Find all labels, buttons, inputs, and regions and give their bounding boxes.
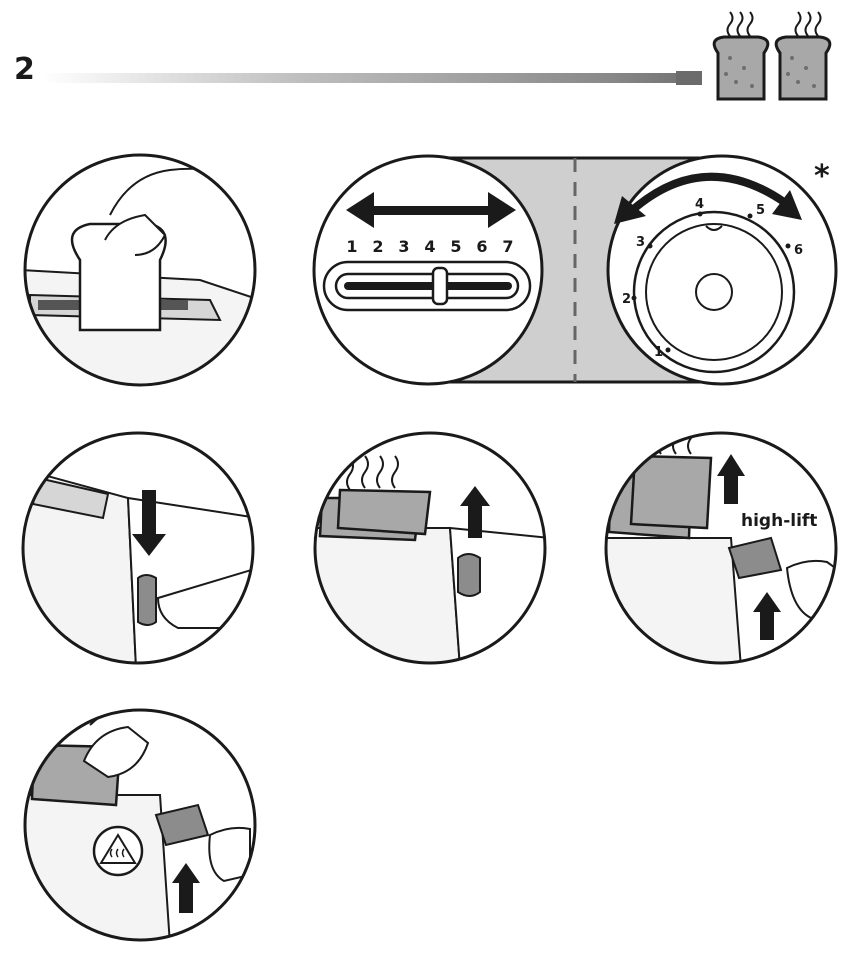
slider-scale-3: 3 <box>398 237 409 256</box>
step-header-bar <box>42 73 702 83</box>
slider-scale-4: 4 <box>424 237 435 256</box>
dial-scale-1: 1 <box>654 345 663 360</box>
high-lift-label: high-lift <box>741 511 817 531</box>
slider-scale-2: 2 <box>372 237 383 256</box>
remove-toast-illustration <box>20 705 260 945</box>
dial-scale-3: 3 <box>636 235 645 250</box>
dial-scale-4: 4 <box>695 197 704 212</box>
dial-scale-6: 6 <box>794 243 803 258</box>
toast-pop-up-illustration <box>310 428 550 668</box>
slider-scale-1: 1 <box>346 237 357 256</box>
asterisk-note: * <box>814 159 830 194</box>
browning-control-illustration: 1 2 3 4 5 6 7 * 1 2 3 4 5 6 <box>310 152 840 388</box>
step-number: 2 <box>14 50 35 90</box>
press-lever-illustration <box>18 428 258 668</box>
step-header-bar-end <box>676 71 702 85</box>
toaster-lever <box>138 575 156 625</box>
dial-scale-2: 2 <box>622 292 631 307</box>
toaster-lever <box>458 554 480 596</box>
dial-scale-5: 5 <box>756 203 765 218</box>
hot-surface-warning-icon <box>94 827 142 875</box>
insert-bread-illustration <box>20 150 260 390</box>
high-lift-illustration: high-lift <box>601 428 841 668</box>
slider-scale-5: 5 <box>450 237 461 256</box>
slider-scale-7: 7 <box>502 237 513 256</box>
slider-scale-6: 6 <box>476 237 487 256</box>
toast-steam-icon <box>700 8 840 123</box>
slider-thumb <box>433 268 447 304</box>
